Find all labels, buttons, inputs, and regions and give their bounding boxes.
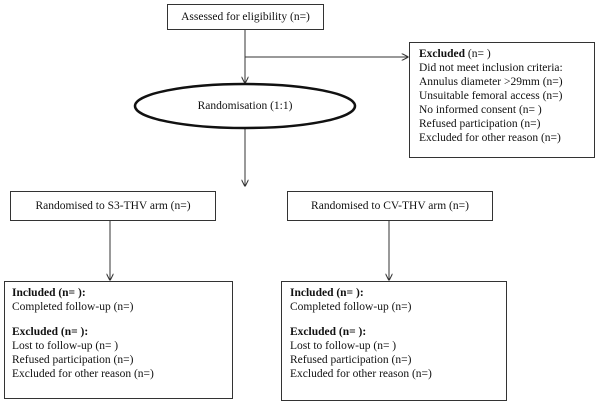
excluded-heading: Excluded [419, 48, 466, 60]
cv-included-item: Completed follow-up (n=) [290, 301, 412, 313]
excluded-item: Refused participation (n=) [419, 118, 541, 130]
excluded-item: Excluded for other reason (n=) [419, 132, 561, 144]
excluded-heading-count: (n= ) [465, 48, 491, 60]
excluded-item: No informed consent (n= ) [419, 104, 542, 116]
cv-arm-label: Randomised to CV-THV arm (n=) [311, 200, 469, 212]
s3-excluded-item: Excluded for other reason (n=) [12, 368, 154, 380]
s3-outcomes-box: Included (n= ): Completed follow-up (n=)… [4, 281, 233, 399]
s3-excluded-item: Lost to follow-up (n= ) [12, 340, 119, 352]
cv-excluded-item: Excluded for other reason (n=) [290, 368, 432, 380]
assessed-box: Assessed for eligibility (n=) [167, 4, 324, 30]
excluded-item: Unsuitable femoral access (n=) [419, 90, 563, 102]
excluded-item: Did not meet inclusion criteria: [419, 62, 563, 74]
s3-excluded-heading: Excluded (n= ): [12, 326, 89, 338]
assessed-label: Assessed for eligibility (n=) [181, 11, 310, 23]
excluded-item: Annulus diameter >29mm (n=) [419, 76, 563, 88]
cv-excluded-item: Refused participation (n=) [290, 354, 412, 366]
cv-outcomes-box: Included (n= ): Completed follow-up (n=)… [281, 281, 507, 401]
excluded-box: Excluded (n= ) Did not meet inclusion cr… [409, 42, 595, 158]
cv-arm-box: Randomised to CV-THV arm (n=) [287, 191, 493, 221]
randomisation-oval [133, 82, 357, 130]
s3-included-heading: Included (n= ): [12, 287, 86, 299]
excluded-heading-line: Excluded (n= ) [419, 47, 594, 61]
randomisation-label: Randomisation (1:1) [197, 100, 293, 112]
cv-excluded-item: Lost to follow-up (n= ) [290, 340, 397, 352]
cv-included-heading: Included (n= ): [290, 287, 364, 299]
cv-excluded-heading: Excluded (n= ): [290, 326, 367, 338]
s3-arm-label: Randomised to S3-THV arm (n=) [35, 200, 191, 212]
s3-excluded-item: Refused participation (n=) [12, 354, 134, 366]
s3-arm-box: Randomised to S3-THV arm (n=) [10, 191, 216, 221]
s3-included-item: Completed follow-up (n=) [12, 301, 134, 313]
